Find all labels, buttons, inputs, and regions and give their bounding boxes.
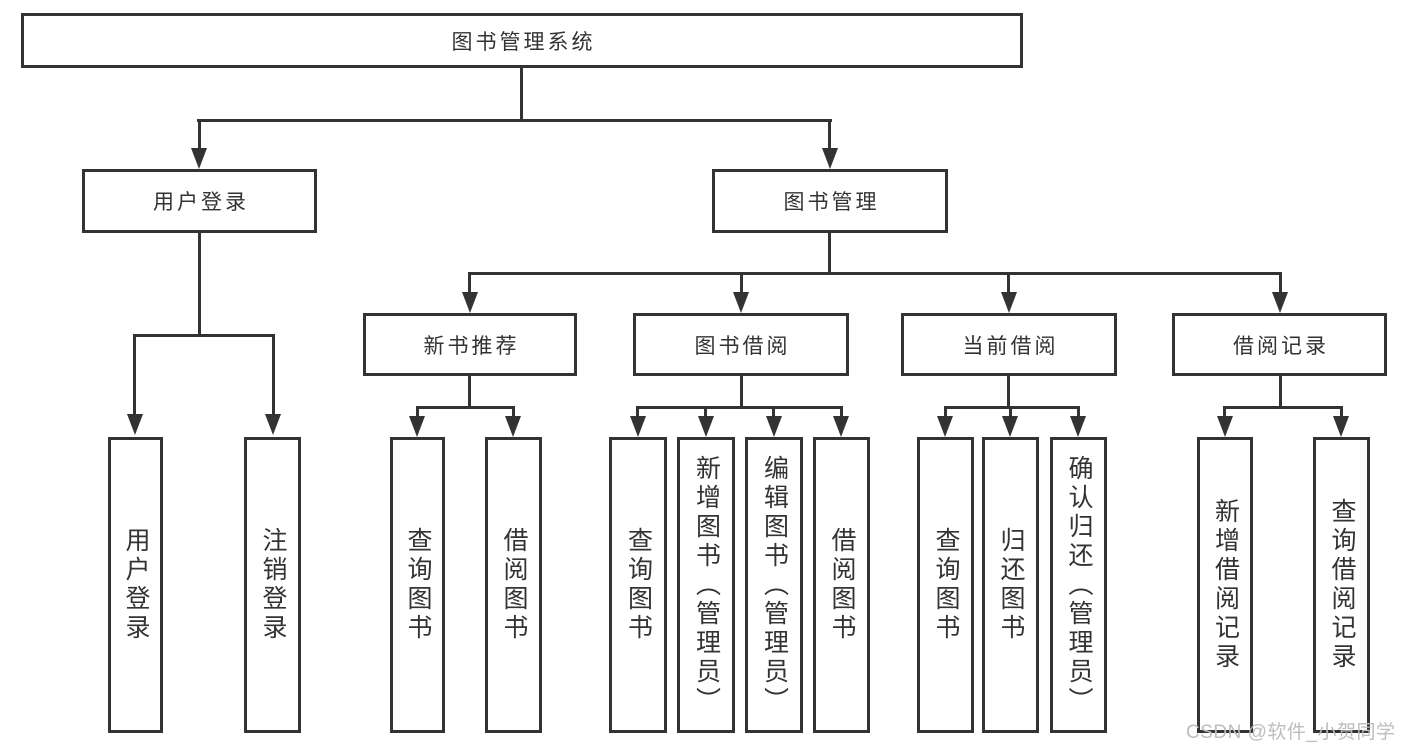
- connector-drop-level3: [740, 272, 743, 294]
- leaf-label: 借阅图书: [500, 527, 528, 643]
- leaf-add-book-admin: 新增图书（管理员）: [677, 437, 735, 733]
- leaf-label: 确认归还（管理员）: [1065, 454, 1093, 716]
- connector-drop-leaf: [416, 406, 419, 418]
- connector-drop-leaf: [272, 334, 275, 415]
- leaf-label: 编辑图书（管理员）: [760, 454, 789, 716]
- leaf-label: 新增图书（管理员）: [692, 454, 721, 716]
- node-book-management: 图书管理: [712, 169, 948, 233]
- leaf-label: 用户登录: [122, 527, 150, 643]
- leaf-label: 借阅图书: [828, 527, 856, 643]
- leaf-return-book: 归还图书: [982, 437, 1039, 733]
- arrow-down-icon: [1002, 416, 1018, 437]
- leaf-label: 查询图书: [404, 527, 432, 643]
- node-user-login: 用户登录: [82, 169, 317, 233]
- connector-drop-leaf: [1009, 406, 1012, 418]
- leaf-query-books-current: 查询图书: [917, 437, 974, 733]
- node-label: 新书推荐: [423, 334, 520, 358]
- connector-drop-leaf: [704, 406, 707, 418]
- connector-drop-leaf: [944, 406, 947, 418]
- connector-current-borrowing-stem: [1007, 376, 1010, 409]
- node-label: 借阅记录: [1233, 334, 1329, 358]
- connector-current-borrowing-hbar: [944, 406, 1080, 409]
- leaf-edit-book-admin: 编辑图书（管理员）: [745, 437, 803, 733]
- connector-drop-leaf: [1077, 406, 1080, 418]
- node-new-book-recommend: 新书推荐: [363, 313, 577, 376]
- arrow-down-icon: [462, 292, 478, 313]
- node-borrowing-records: 借阅记录: [1172, 313, 1387, 376]
- connector-level2-hbar: [197, 119, 832, 122]
- connector-drop-leaf: [512, 406, 515, 418]
- arrow-down-icon: [1217, 416, 1233, 437]
- connector-book-borrowing-stem: [740, 376, 743, 409]
- arrow-down-icon: [127, 414, 143, 435]
- node-label: 当前借阅: [962, 334, 1059, 358]
- arrow-down-icon: [1001, 292, 1017, 313]
- connector-drop-leaf: [840, 406, 843, 418]
- connector-book-management-stem: [828, 233, 831, 275]
- connector-drop-leaf: [1340, 406, 1343, 418]
- leaf-label: 查询图书: [932, 527, 960, 643]
- leaf-confirm-return-admin: 确认归还（管理员）: [1050, 437, 1107, 733]
- connector-drop-leaf: [133, 334, 136, 415]
- arrow-down-icon: [822, 148, 838, 169]
- arrow-down-icon: [937, 416, 953, 437]
- connector-drop-user-login: [198, 119, 201, 149]
- node-library-management-system: 图书管理系统: [21, 13, 1023, 68]
- connector-drop-leaf: [1223, 406, 1226, 418]
- connector-new-book-stem: [468, 376, 471, 409]
- leaf-label: 归还图书: [997, 527, 1025, 643]
- connector-borrowing-records-stem: [1279, 376, 1282, 409]
- connector-user-login-hbar: [133, 334, 275, 337]
- arrow-down-icon: [1272, 292, 1288, 313]
- arrow-down-icon: [1333, 416, 1349, 437]
- connector-drop-book-management: [828, 119, 831, 149]
- connector-drop-level3: [468, 272, 471, 294]
- connector-borrowing-records-hbar: [1223, 406, 1343, 409]
- connector-new-book-hbar: [416, 406, 515, 409]
- connector-book-borrowing-hbar: [636, 406, 843, 409]
- connector-drop-leaf: [772, 406, 775, 418]
- leaf-label: 注销登录: [259, 527, 287, 643]
- node-label: 图书管理: [783, 191, 880, 214]
- node-current-borrowing: 当前借阅: [901, 313, 1117, 376]
- leaf-label: 查询借阅记录: [1328, 498, 1356, 672]
- leaf-label: 查询图书: [624, 527, 653, 643]
- leaf-logout: 注销登录: [244, 437, 301, 733]
- leaf-borrow-books-recommend: 借阅图书: [485, 437, 542, 733]
- connector-level3-hbar: [468, 272, 1282, 275]
- leaf-borrow-books-borrowing: 借阅图书: [813, 437, 870, 733]
- arrow-down-icon: [733, 292, 749, 313]
- connector-user-login-stem: [198, 233, 201, 337]
- leaf-query-books-borrowing: 查询图书: [609, 437, 667, 733]
- connector-drop-leaf: [636, 406, 639, 418]
- arrow-down-icon: [766, 416, 782, 437]
- arrow-down-icon: [191, 148, 207, 169]
- node-label: 图书借阅: [694, 334, 791, 358]
- leaf-add-borrow-record: 新增借阅记录: [1197, 437, 1253, 733]
- arrow-down-icon: [630, 416, 646, 437]
- node-label: 图书管理系统: [451, 30, 596, 54]
- leaf-query-books-recommend: 查询图书: [390, 437, 445, 733]
- arrow-down-icon: [409, 416, 425, 437]
- leaf-user-login: 用户登录: [108, 437, 163, 733]
- node-book-borrowing: 图书借阅: [633, 313, 849, 376]
- arrow-down-icon: [833, 416, 849, 437]
- connector-drop-level3: [1007, 272, 1010, 294]
- leaf-query-borrow-record: 查询借阅记录: [1313, 437, 1370, 733]
- node-label: 用户登录: [153, 191, 249, 214]
- arrow-down-icon: [505, 416, 521, 437]
- connector-drop-level3: [1279, 272, 1282, 294]
- csdn-watermark: CSDN @软件_小贺同学: [1186, 722, 1396, 743]
- arrow-down-icon: [265, 414, 281, 435]
- arrow-down-icon: [1070, 416, 1086, 437]
- leaf-label: 新增借阅记录: [1211, 498, 1240, 672]
- connector-root-stem: [520, 68, 523, 122]
- arrow-down-icon: [698, 416, 714, 437]
